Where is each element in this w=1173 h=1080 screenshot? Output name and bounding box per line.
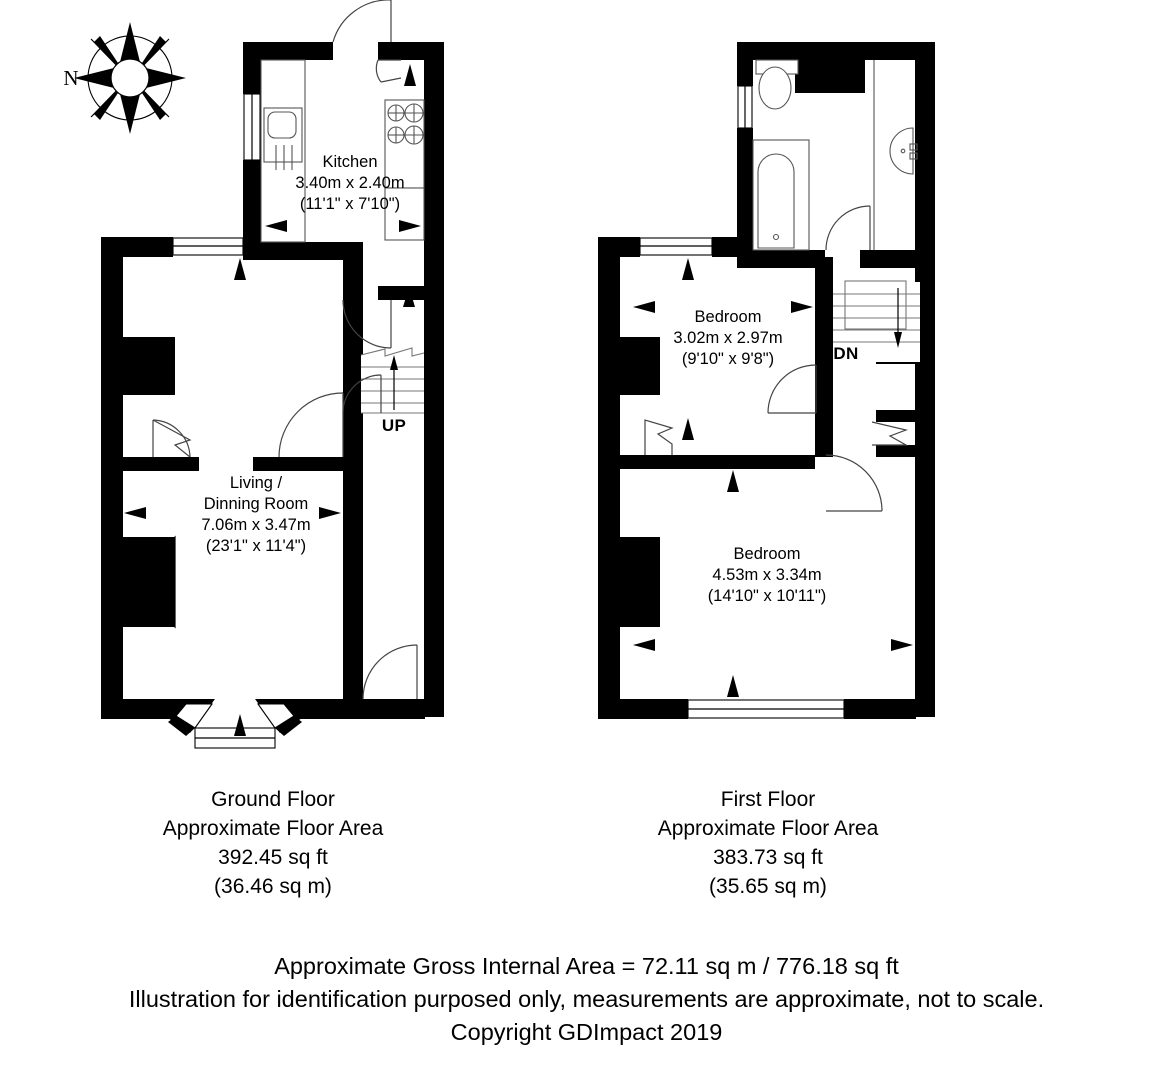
ground-floor-area-sqft: 392.45 sq ft [218, 846, 328, 869]
footer-disclaimer: Illustration for identification purposed… [128, 986, 1045, 1012]
first-floor-area-title: Approximate Floor Area [657, 817, 879, 840]
bedroom1-dim-imperial: (9'10" x 9'8") [681, 350, 775, 368]
door-bedroom2 [825, 454, 883, 512]
stairs-up [360, 347, 425, 414]
room-label-kitchen: Kitchen 3.40m x 2.40m (11'1" x 7'10") [255, 152, 445, 215]
ground-floor-area-title: Approximate Floor Area [162, 817, 384, 840]
fireplace-recess [123, 537, 175, 627]
wall-chimney-breast-upper [123, 337, 175, 395]
room-label-bedroom-1: Bedroom 3.02m x 2.97m (9'10" x 9'8") [630, 307, 826, 370]
ground-floor-title: Ground Floor [211, 788, 335, 811]
wall-bathroom-bottom-right [860, 250, 916, 268]
wall-ff-top-outer [737, 42, 935, 60]
bedroom2-name: Bedroom [733, 545, 801, 563]
wall-left-outer [101, 237, 123, 717]
kitchen-sink-bowl [267, 111, 297, 139]
wall-kitchen-top-left [243, 42, 333, 60]
bedroom2-dim-imperial: (14'10" x 10'11") [707, 587, 827, 605]
wall-bathroom-bottom-left [737, 250, 825, 268]
living-name-line2: Dinning Room [203, 495, 309, 513]
wall-hall-top [378, 286, 424, 300]
compass-rose-icon [74, 22, 186, 134]
kitchen-fixtures [260, 59, 425, 243]
wall-bathroom-inner-top [795, 60, 865, 93]
wall-right-outer [424, 42, 444, 717]
stairs-down [833, 280, 920, 362]
door-understairs [342, 374, 382, 414]
stairs-up-label: UP [381, 416, 407, 435]
direction-arrows-first [633, 258, 913, 697]
wall-stair-stub-upper [351, 300, 361, 345]
bath-tub [752, 139, 810, 251]
wall-living-right-lower [343, 457, 363, 699]
wall-living-right-upper [343, 257, 363, 457]
living-dim-metric: 7.06m x 3.47m [201, 516, 311, 534]
door-ff-left [644, 419, 674, 455]
wall-bed1-right [815, 257, 833, 457]
wall-bathroom-left-lower [737, 128, 753, 250]
first-floor-title: First Floor [720, 788, 816, 811]
door-left-side [152, 419, 192, 458]
wall-ff-left-outer [598, 237, 620, 717]
first-floor-area-sqm: (35.65 sq m) [709, 875, 827, 898]
wall-bed1-top-left [598, 237, 640, 257]
wall-bay-corner-right [275, 716, 302, 736]
door-kitchen-top [332, 0, 392, 43]
wall-hall-bottom [343, 699, 425, 719]
direction-arrows-ground [124, 64, 421, 736]
door-rear-right [362, 644, 418, 700]
wall-ff-partition-left [620, 455, 672, 469]
footer-gross-area: Approximate Gross Internal Area = 72.11 … [274, 953, 899, 979]
door-living-room [278, 392, 344, 458]
room-label-bedroom-2: Bedroom 4.53m x 3.34m (14'10" x 10'11") [666, 544, 868, 607]
ground-floor-caption: Ground Floor Approximate Floor Area 392.… [83, 785, 463, 901]
bedroom2-dim-metric: 4.53m x 3.34m [712, 566, 822, 584]
room-label-living-dinning: Living / Dinning Room 7.06m x 3.47m (23'… [148, 473, 364, 557]
door-cupboard [871, 421, 909, 446]
wall-living-top-left [101, 237, 173, 257]
footer-copyright: Copyright GDImpact 2019 [450, 1019, 723, 1045]
kitchen-dim-metric: 3.40m x 2.40m [295, 174, 405, 192]
door-kitchen-right [375, 59, 402, 83]
wall-ff-right-outer [915, 42, 935, 717]
toilet-pan [758, 66, 792, 110]
living-dim-imperial: (23'1" x 11'4") [205, 537, 307, 555]
living-name-line1: Living / [229, 474, 283, 492]
compass-north-label: N [63, 66, 79, 90]
bedroom1-name: Bedroom [694, 308, 762, 326]
first-floor-area-sqft: 383.73 sq ft [713, 846, 823, 869]
wall-bathroom-left-upper [737, 42, 753, 86]
first-floor-caption: First Floor Approximate Floor Area 383.7… [578, 785, 958, 901]
wall-kitchen-left-upper [243, 42, 261, 94]
wall-living-top-right [243, 242, 363, 260]
door-hall-upper [342, 299, 392, 349]
first-floor-plan [598, 42, 935, 719]
ground-floor-plan [101, 0, 444, 749]
wall-bed1-top-right [712, 237, 737, 257]
wall-stair-stub-lower [351, 365, 361, 413]
wall-living-partition-right [253, 457, 363, 471]
wall-landing-upper [876, 410, 920, 422]
bathroom-fixtures [752, 59, 918, 251]
kitchen-dim-imperial: (11'1" x 7'10") [299, 195, 401, 213]
wall-living-partition-left [123, 457, 199, 471]
door-bathroom [825, 205, 871, 251]
wall-kitchen-left-lower [243, 160, 261, 242]
ground-floor-area-sqm: (36.46 sq m) [214, 875, 332, 898]
wall-bed2-bottom-right [844, 699, 916, 719]
wall-ff-chimney-upper [620, 337, 660, 395]
wall-ff-chimney-lower [620, 537, 660, 627]
bedroom1-dim-metric: 3.02m x 2.97m [673, 329, 783, 347]
wall-landing-lower [876, 445, 920, 457]
door-bedroom1 [767, 364, 817, 414]
wall-bottom-left [101, 699, 185, 719]
kitchen-counter-right [384, 99, 425, 189]
stairs-down-label: DN [833, 344, 859, 363]
wall-bay-corner-left [168, 716, 195, 736]
kitchen-counter-right-lower [384, 187, 425, 241]
wall-ff-partition-mid [672, 455, 815, 469]
wall-bed2-bottom-left [598, 699, 688, 719]
kitchen-name: Kitchen [322, 153, 378, 171]
